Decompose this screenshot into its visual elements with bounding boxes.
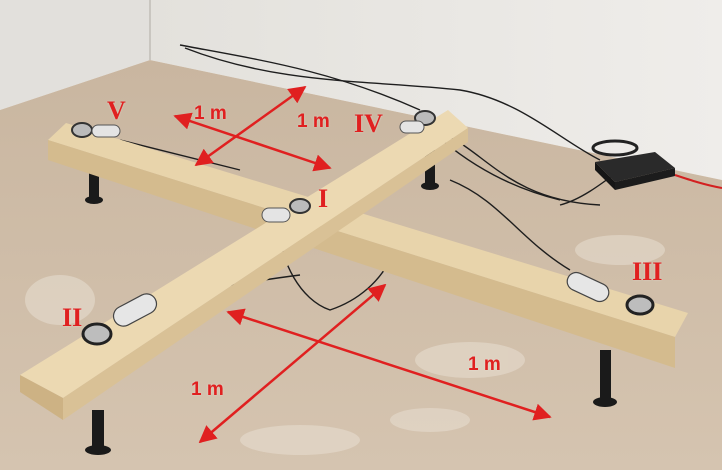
sensor-label-iv: IV [354, 109, 383, 138]
back-wall [150, 0, 722, 180]
distance-label-bottom-left: 1 m [191, 379, 224, 400]
arrow-top-right [194, 85, 307, 167]
sensor-device-ii [81, 293, 158, 346]
distance-label-bottom-right: 1 m [468, 354, 501, 375]
power-box [591, 139, 722, 190]
distance-arrows [173, 85, 552, 444]
sensor-device-iv [399, 110, 436, 134]
sensor-label-v: V [107, 96, 126, 125]
distance-label-top-left: 1 m [194, 103, 227, 124]
sensor-devices [71, 110, 655, 346]
sensor-label-iii: III [632, 257, 663, 286]
legs-front [85, 350, 617, 455]
sensor-device-i [261, 198, 311, 223]
left-wall [0, 0, 150, 110]
sensor-label-i: I [318, 184, 329, 213]
beam-ii-iv [20, 110, 468, 420]
arrow-bottom-right [226, 308, 552, 421]
distance-label-top-right: 1 m [297, 111, 330, 132]
sensor-device-v [71, 122, 121, 138]
sensor-device-iii [566, 271, 655, 316]
sensor-label-ii: II [62, 303, 83, 332]
